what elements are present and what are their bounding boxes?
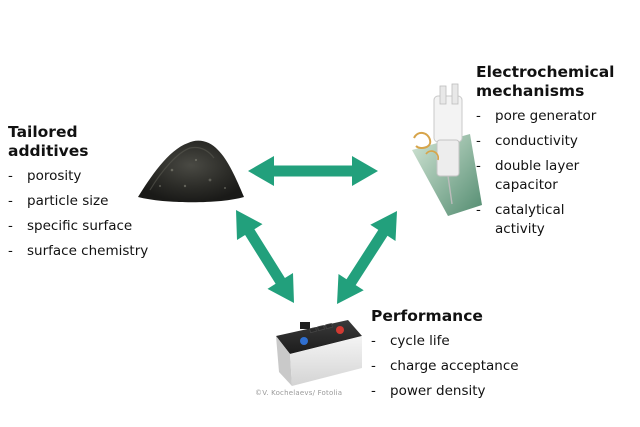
performance-list: cycle life charge acceptance power densi… — [371, 332, 581, 401]
battery-image — [276, 320, 362, 386]
mechanisms-title-line-1: Electrochemical — [476, 63, 615, 81]
list-item: conductivity — [476, 132, 640, 151]
electrochemical-cell-image — [412, 83, 482, 216]
additives-title-line-1: Tailored — [8, 123, 78, 141]
list-item-line: activity — [495, 221, 545, 237]
additives-title: Tailored additives — [8, 123, 188, 161]
list-item: porosity — [8, 167, 188, 186]
list-item: power density — [371, 382, 581, 401]
list-item: specific surface — [8, 217, 188, 236]
list-item-line: pore generator — [495, 108, 597, 124]
performance-title: Performance — [371, 307, 581, 326]
list-item: double layer capacitor — [476, 157, 640, 195]
performance-block: Performance cycle life charge acceptance… — [371, 307, 581, 401]
arrow-additives-mechanisms — [248, 156, 378, 186]
list-item: cycle life — [371, 332, 581, 351]
additives-title-line-2: additives — [8, 142, 89, 160]
additives-list: porosity particle size specific surface … — [8, 167, 188, 261]
list-item: surface chemistry — [8, 242, 188, 261]
electrochemical-mechanisms-block: Electrochemical mechanisms pore generato… — [476, 63, 640, 239]
arrow-mechanisms-performance — [337, 211, 397, 304]
list-item-line: double layer — [495, 158, 580, 174]
list-item: pore generator — [476, 107, 640, 126]
list-item-line: catalytical — [495, 202, 565, 218]
mechanisms-title: Electrochemical mechanisms — [476, 63, 640, 101]
mechanisms-list: pore generator conductivity double layer… — [476, 107, 640, 239]
mechanisms-title-line-2: mechanisms — [476, 82, 585, 100]
list-item: catalytical activity — [476, 201, 640, 239]
performance-title-line-1: Performance — [371, 307, 483, 325]
arrow-additives-performance — [236, 210, 294, 303]
list-item-line: capacitor — [495, 177, 558, 193]
tailored-additives-block: Tailored additives porosity particle siz… — [8, 123, 188, 261]
list-item: particle size — [8, 192, 188, 211]
photo-credit: ©V. Kochelaevs/ Fotolia — [255, 389, 343, 397]
list-item: charge acceptance — [371, 357, 581, 376]
list-item-line: conductivity — [495, 133, 578, 149]
